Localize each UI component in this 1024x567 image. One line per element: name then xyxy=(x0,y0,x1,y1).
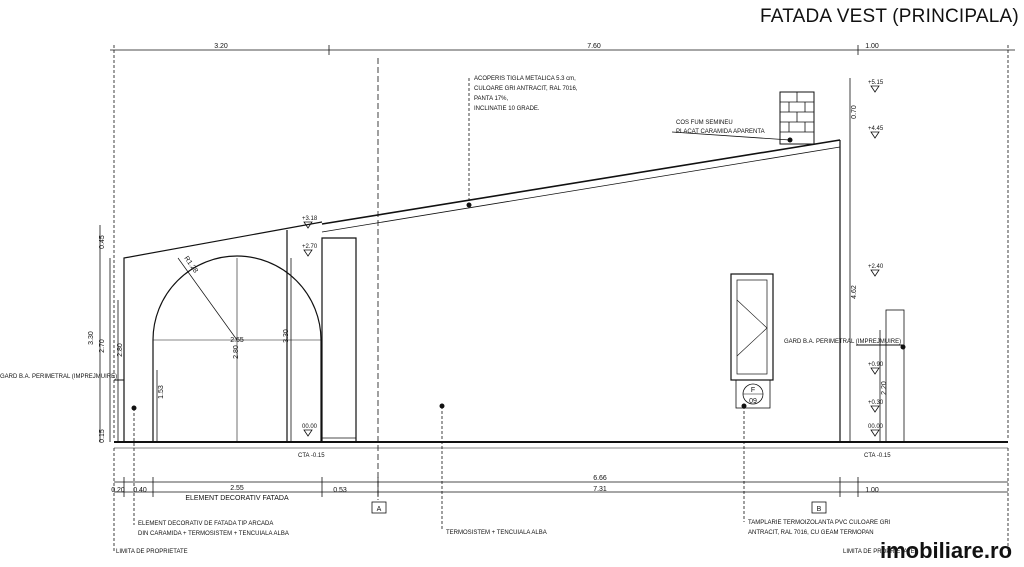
arch-height: 2.80 xyxy=(233,345,240,359)
window-note-1: TAMPLARIE TERMOIZOLANTA PVC CULOARE GRI xyxy=(748,520,891,526)
axis-a-label: A xyxy=(377,506,382,513)
bottom-dim-arch: 2.55 xyxy=(230,485,244,492)
level-right-6: 00.00 xyxy=(868,424,884,430)
chimney-note-leader xyxy=(671,131,791,141)
top-dim-3: 1.00 xyxy=(865,43,879,50)
leader-dots xyxy=(131,137,906,411)
window-note-2: ANTRACIT, RAL 7016, CU GEAM TERMOPAN xyxy=(748,530,874,536)
window-sash xyxy=(736,279,768,375)
level-right-1: +5.15 xyxy=(868,80,884,86)
fence-right-post xyxy=(885,309,905,443)
level-right-7: CTA -0.15 xyxy=(864,453,891,459)
arch-opening xyxy=(152,255,322,442)
element-note-2: DIN CARAMIDA + TERMOSISTEM + TENCUIALA A… xyxy=(138,531,289,537)
level-right-3: +2.40 xyxy=(868,264,884,270)
bottom-dim-outer: 7.31 xyxy=(593,486,607,493)
axis-b-tag xyxy=(811,501,827,514)
top-dim-2: 7.60 xyxy=(587,43,601,50)
right-vdim-1: 0.70 xyxy=(851,105,858,119)
roof-note-2: CULOARE GRI ANTRACIT, RAL 7016, xyxy=(474,86,578,92)
roof-note-3: PANTA 17%, xyxy=(474,96,508,102)
level-left-3: 00.00 xyxy=(302,424,318,430)
bottom-dim-gap: 0.53 xyxy=(333,487,347,494)
property-limit-left: LIMITA DE PROPRIETATE xyxy=(116,549,188,555)
level-markers xyxy=(303,85,880,437)
element-note-1: ELEMENT DECORATIV DE FATADA TIP ARCADA xyxy=(138,521,273,527)
left-vdim-4: 2.80 xyxy=(117,343,124,357)
arch-radius: R1.28 xyxy=(182,255,199,274)
arch-radius-line xyxy=(177,257,238,341)
pier-height: 1.53 xyxy=(158,385,165,399)
fence-right-note: GARD B.A. PERIMETRAL (IMPREJMUIRE) xyxy=(784,339,901,345)
house-left-wall xyxy=(321,237,357,442)
left-vdim-2: 3.30 xyxy=(88,331,95,345)
window-tag-number: 09 xyxy=(749,398,757,405)
bottom-dim-right: 1.00 xyxy=(865,487,879,494)
property-limit-right: LIMITA DE PROPRIETATE xyxy=(843,549,915,555)
drawing-title: FATADA VEST (PRINCIPALA) xyxy=(760,6,1019,27)
right-vdim-2: 4.62 xyxy=(851,285,858,299)
left-vdim-5: 0.15 xyxy=(99,429,106,443)
level-left-1: +3.18 xyxy=(302,216,318,222)
fence-left-note: GARD B.A. PERIMETRAL (IMPREJMUIRE) xyxy=(0,374,117,380)
axis-b-label: B xyxy=(817,506,822,513)
watermark-logo: imobiliare.ro xyxy=(880,538,1012,563)
bottom-dim-inner: 6.66 xyxy=(593,475,607,482)
chimney-note-1: COS FUM SEMINEU xyxy=(676,120,733,126)
axis-a-tag xyxy=(371,501,387,514)
arch-width: 2.55 xyxy=(230,337,244,344)
level-left-2: +2.70 xyxy=(302,244,318,250)
window-tag-box xyxy=(735,379,771,409)
right-vdim-3: 2.20 xyxy=(881,381,888,395)
window-tag-letter: F xyxy=(751,387,755,394)
level-right-4: +0.90 xyxy=(868,362,884,368)
left-vdim-1: 0.45 xyxy=(99,235,106,249)
window-opening-mark xyxy=(736,299,768,357)
roof-underside xyxy=(321,146,841,233)
level-right-5: +0.30 xyxy=(868,400,884,406)
roof-line xyxy=(321,139,841,225)
chimney-note-2: PLACAT CARAMIDA APARENTA xyxy=(676,129,765,135)
left-vdim-3: 2.70 xyxy=(99,339,106,353)
bottom-dim-arch-label: ELEMENT DECORATIV FATADA xyxy=(185,495,289,502)
level-left-4: CTA -0.15 xyxy=(298,453,325,459)
bottom-dim-a: 0.20 xyxy=(111,487,125,494)
top-dim-1: 3.20 xyxy=(214,43,228,50)
arch-wall-outline xyxy=(123,221,323,442)
pier-total-height: 3.30 xyxy=(283,329,290,343)
level-right-2: +4.45 xyxy=(868,126,884,132)
wall-note: TERMOSISTEM + TENCUIALA ALBA xyxy=(446,530,547,536)
roof-note-4: INCLINATIE 10 GRADE. xyxy=(474,106,540,112)
roof-note-1: ACOPERIS TIGLA METALICA 5.3 cm, xyxy=(474,76,576,82)
bottom-dim-b: 0.40 xyxy=(133,487,147,494)
